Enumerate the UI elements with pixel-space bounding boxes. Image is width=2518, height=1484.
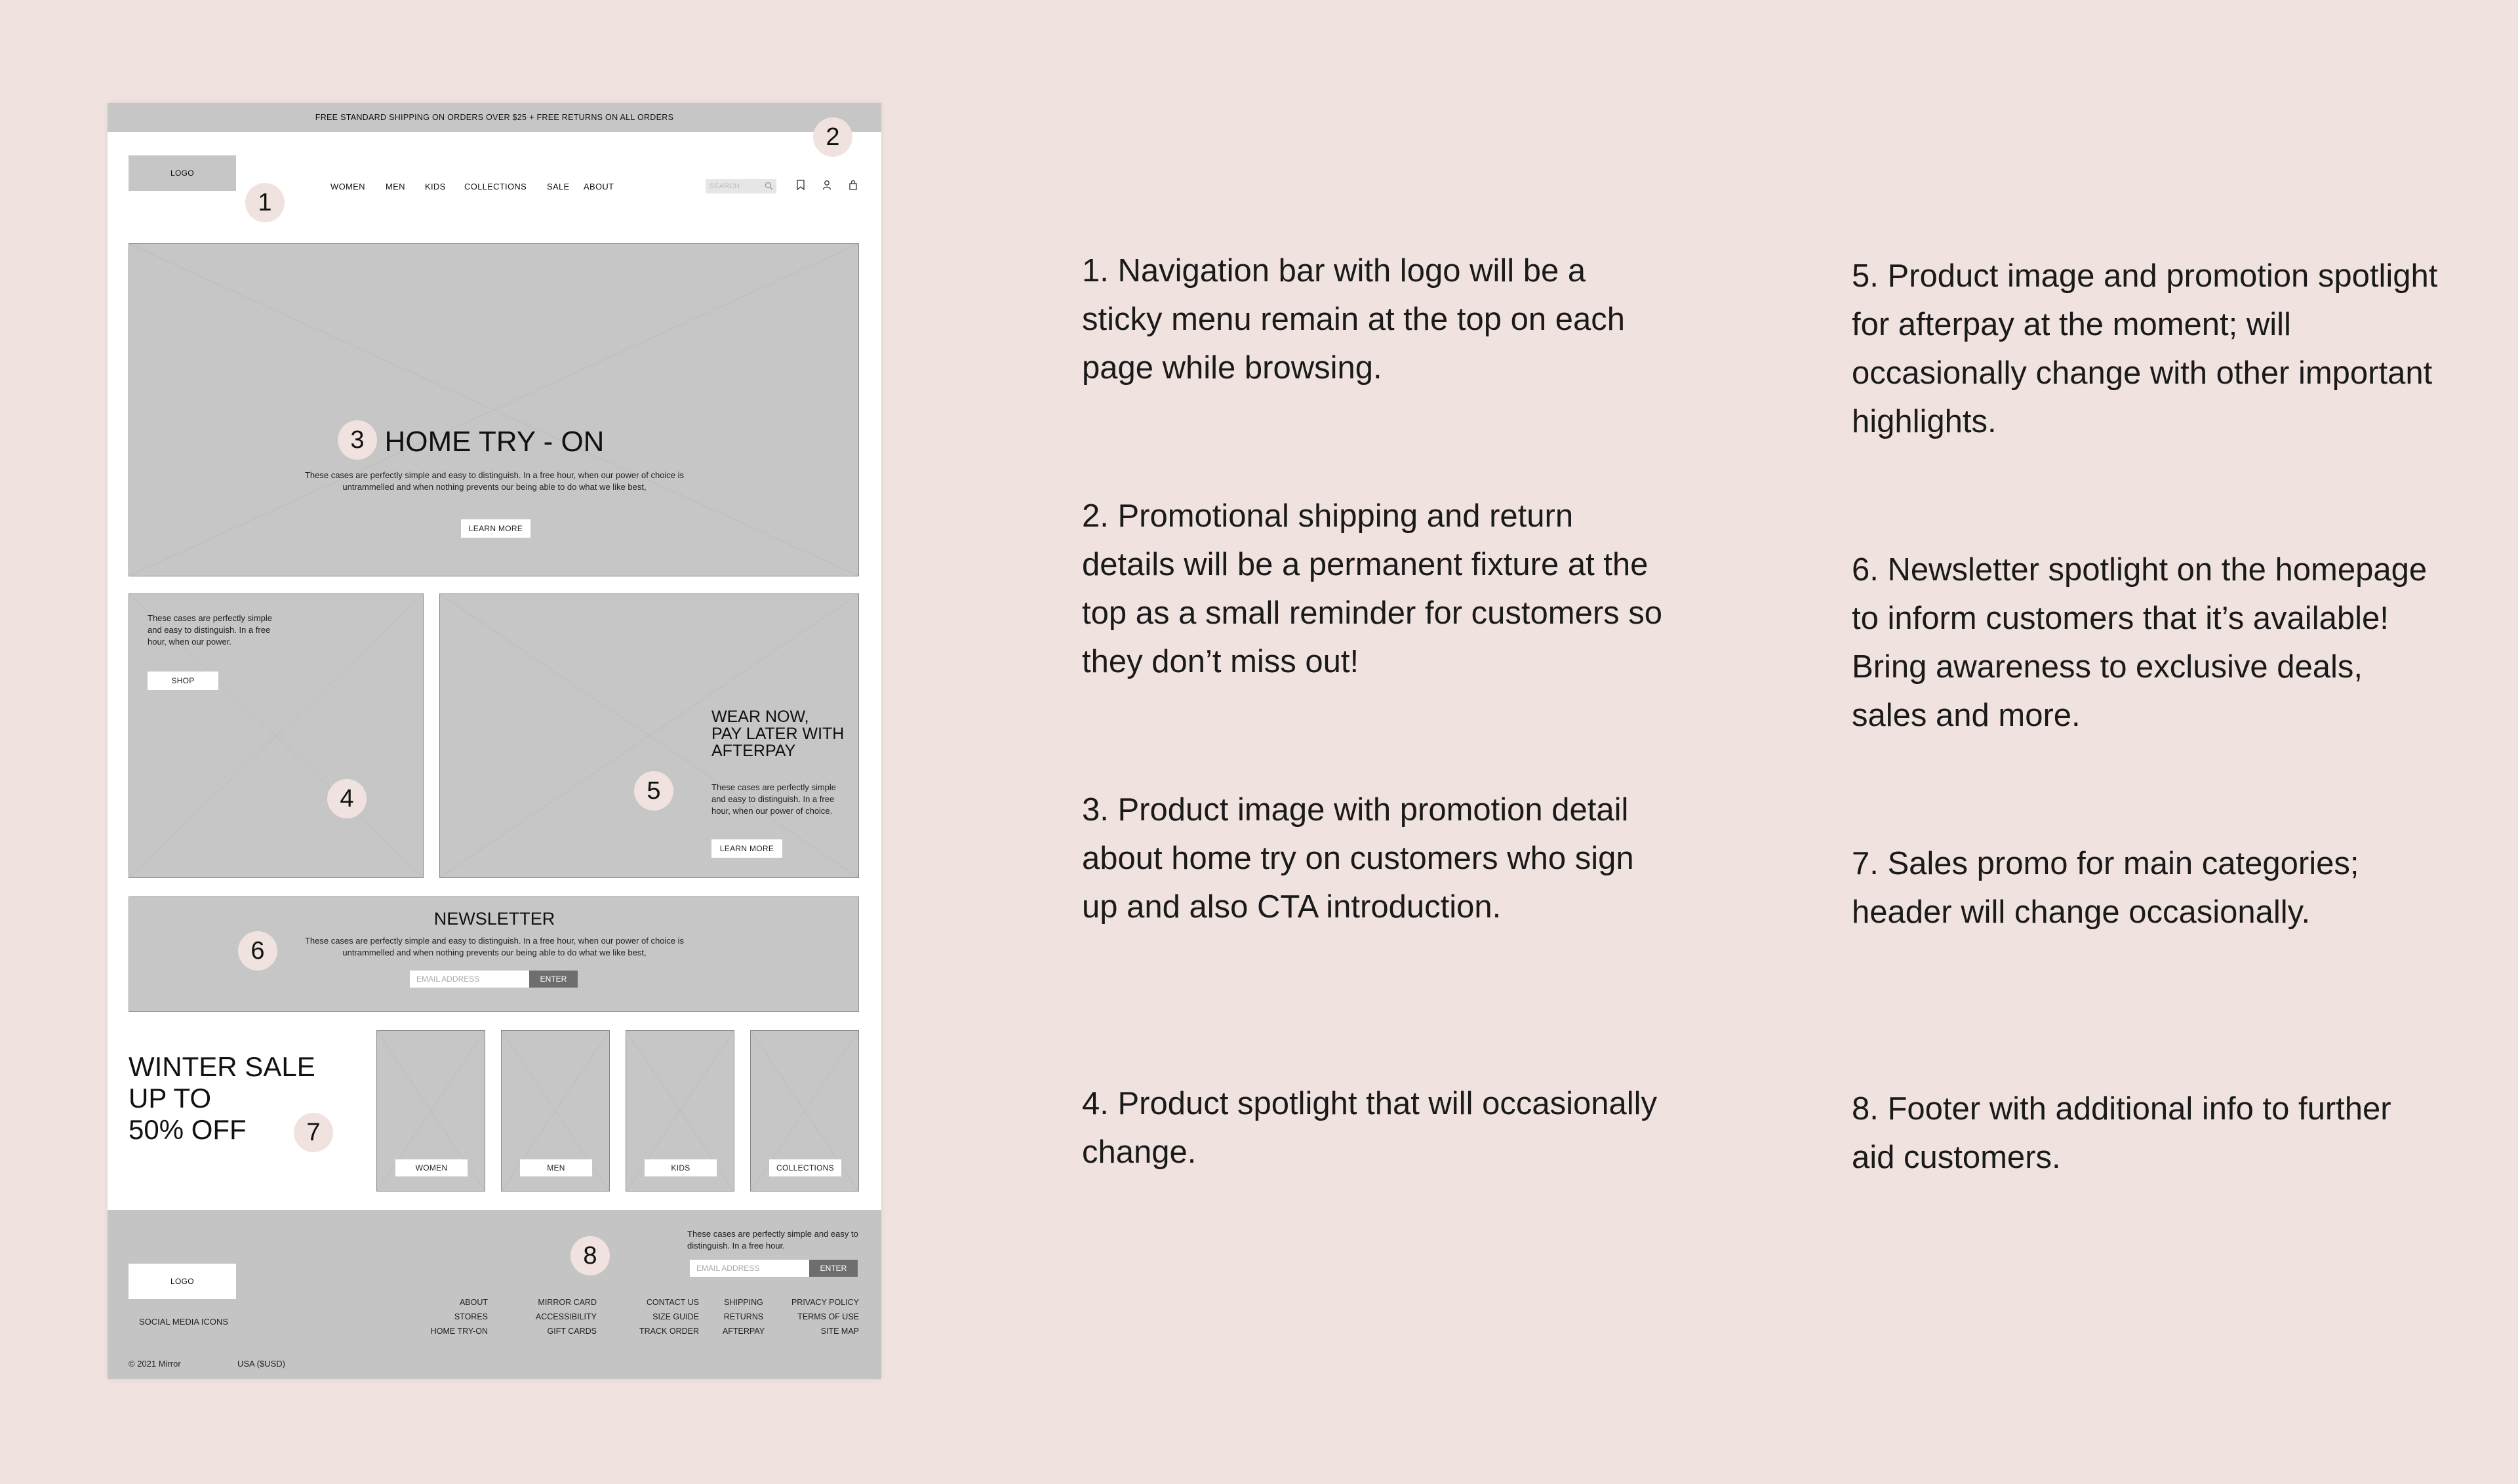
note-3: 3. Product image with promotion detail a… bbox=[1082, 792, 1634, 925]
footer-link[interactable]: MIRROR CARD bbox=[538, 1298, 597, 1307]
hero-body: These cases are perfectly simple and eas… bbox=[304, 470, 685, 492]
sale-card-label[interactable]: MEN bbox=[520, 1159, 592, 1176]
footer-currency[interactable]: USA ($USD) bbox=[237, 1359, 285, 1369]
footer-social-icons: SOCIAL MEDIA ICONS bbox=[139, 1317, 229, 1327]
footer-enter-button[interactable]: ENTER bbox=[809, 1260, 858, 1277]
header-logo[interactable]: LOGO bbox=[129, 155, 236, 191]
marker-7: 7 bbox=[294, 1113, 333, 1152]
footer-link[interactable]: ACCESSIBILITY bbox=[535, 1312, 597, 1321]
search-icon bbox=[765, 182, 773, 190]
nav-about[interactable]: ABOUT bbox=[584, 182, 614, 191]
note-8: 8. Footer with additional info to furthe… bbox=[1852, 1091, 2391, 1175]
footer-column-3: CONTACT US SIZE GUIDE TRACK ORDER bbox=[607, 1295, 699, 1338]
search-input[interactable]: SEARCH bbox=[706, 179, 776, 193]
footer-column-4: SHIPPING RETURNS AFTERPAY bbox=[698, 1295, 789, 1338]
newsletter-title: NEWSLETTER bbox=[433, 909, 555, 929]
nav-sale[interactable]: SALE bbox=[547, 182, 570, 191]
marker-4: 4 bbox=[327, 779, 367, 818]
newsletter-email-input[interactable]: EMAIL ADDRESS bbox=[410, 971, 529, 988]
shipping-banner-text: FREE STANDARD SHIPPING ON ORDERS OVER $2… bbox=[315, 113, 674, 122]
search-placeholder: SEARCH bbox=[709, 182, 740, 190]
note-2: 2. Promotional shipping and return detai… bbox=[1082, 498, 1663, 679]
marker-5: 5 bbox=[634, 771, 673, 811]
sale-card-label[interactable]: WOMEN bbox=[395, 1159, 468, 1176]
footer-link[interactable]: SITE MAP bbox=[820, 1327, 859, 1336]
hero-title: HOME TRY - ON bbox=[384, 426, 605, 458]
marker-2: 2 bbox=[813, 117, 852, 157]
footer-link[interactable]: TRACK ORDER bbox=[639, 1327, 699, 1336]
marker-6: 6 bbox=[238, 931, 277, 971]
footer-newsletter-text: These cases are perfectly simple and eas… bbox=[687, 1229, 858, 1251]
nav-men[interactable]: MEN bbox=[386, 182, 405, 191]
footer-link[interactable]: ABOUT bbox=[459, 1298, 488, 1307]
marker-8: 8 bbox=[570, 1236, 610, 1275]
footer-link[interactable]: PRIVACY POLICY bbox=[791, 1298, 859, 1307]
footer-link[interactable]: SIZE GUIDE bbox=[652, 1312, 699, 1321]
sale-card-collections[interactable]: COLLECTIONS bbox=[750, 1030, 859, 1192]
footer-column-5: PRIVACY POLICY TERMS OF USE SITE MAP bbox=[763, 1295, 859, 1338]
afterpay-body: These cases are perfectly simple and eas… bbox=[711, 782, 837, 816]
placeholder-cross bbox=[440, 594, 858, 877]
footer-copyright: © 2021 Mirror bbox=[129, 1359, 181, 1369]
footer-logo[interactable]: LOGO bbox=[129, 1264, 236, 1299]
footer: 8 LOGO SOCIAL MEDIA ICONS These cases ar… bbox=[108, 1210, 881, 1379]
product-spotlight-left: These cases are perfectly simple and eas… bbox=[129, 593, 424, 878]
marker-3: 3 bbox=[338, 420, 377, 460]
newsletter-body: These cases are perfectly simple and eas… bbox=[304, 936, 685, 957]
newsletter-section: 6 NEWSLETTER These cases are perfectly s… bbox=[129, 896, 859, 1012]
sale-card-label[interactable]: COLLECTIONS bbox=[769, 1159, 841, 1176]
winter-sale-title: WINTER SALE UP TO 50% OFF bbox=[129, 1051, 315, 1145]
footer-link[interactable]: SHIPPING bbox=[724, 1298, 763, 1307]
account-icon[interactable] bbox=[822, 180, 831, 190]
note-6: 6. Newsletter spotlight on the homepage … bbox=[1852, 552, 2428, 733]
footer-link[interactable]: HOME TRY-ON bbox=[430, 1327, 488, 1336]
newsletter-enter-button[interactable]: ENTER bbox=[529, 971, 578, 988]
footer-link[interactable]: GIFT CARDS bbox=[547, 1327, 597, 1336]
afterpay-spotlight: 5 WEAR NOW, PAY LATER WITH AFTERPAY Thes… bbox=[439, 593, 859, 878]
footer-link[interactable]: STORES bbox=[454, 1312, 488, 1321]
hero-learn-more-button[interactable]: LEARN MORE bbox=[461, 519, 530, 538]
sale-card-kids[interactable]: KIDS bbox=[626, 1030, 734, 1192]
shipping-banner: FREE STANDARD SHIPPING ON ORDERS OVER $2… bbox=[108, 103, 881, 132]
afterpay-learn-more-button[interactable]: LEARN MORE bbox=[711, 839, 782, 858]
cart-icon[interactable] bbox=[849, 180, 858, 190]
nav-women[interactable]: WOMEN bbox=[330, 182, 365, 191]
note-1: 1. Navigation bar with logo will be a st… bbox=[1082, 253, 1625, 386]
nav-collections[interactable]: COLLECTIONS bbox=[464, 182, 527, 191]
hero-banner: 3 HOME TRY - ON These cases are perfectl… bbox=[129, 243, 859, 576]
afterpay-title: WEAR NOW, PAY LATER WITH AFTERPAY bbox=[711, 708, 845, 760]
spot-left-body: These cases are perfectly simple and eas… bbox=[148, 613, 273, 647]
wishlist-icon[interactable] bbox=[796, 180, 805, 190]
nav-kids[interactable]: KIDS bbox=[425, 182, 446, 191]
sale-card-label[interactable]: KIDS bbox=[645, 1159, 717, 1176]
note-5: 5. Product image and promotion spotlight… bbox=[1852, 258, 2438, 439]
note-7: 7. Sales promo for main categories; head… bbox=[1852, 846, 2359, 930]
footer-link[interactable]: TERMS OF USE bbox=[797, 1312, 859, 1321]
wireframe-page: FREE STANDARD SHIPPING ON ORDERS OVER $2… bbox=[108, 103, 881, 1379]
footer-column-1: ABOUT STORES HOME TRY-ON bbox=[396, 1295, 488, 1338]
footer-email-input[interactable]: EMAIL ADDRESS bbox=[690, 1260, 809, 1277]
footer-link[interactable]: AFTERPAY bbox=[722, 1327, 765, 1336]
placeholder-cross bbox=[129, 594, 423, 877]
placeholder-cross bbox=[129, 244, 858, 576]
footer-link[interactable]: CONTACT US bbox=[646, 1298, 699, 1307]
marker-1: 1 bbox=[245, 183, 285, 222]
footer-link[interactable]: RETURNS bbox=[723, 1312, 764, 1321]
sale-card-men[interactable]: MEN bbox=[501, 1030, 610, 1192]
note-4: 4. Product spotlight that will occasiona… bbox=[1082, 1086, 1657, 1170]
spot-left-shop-button[interactable]: SHOP bbox=[148, 672, 218, 690]
sale-card-women[interactable]: WOMEN bbox=[376, 1030, 485, 1192]
footer-column-2: MIRROR CARD ACCESSIBILITY GIFT CARDS bbox=[505, 1295, 597, 1338]
